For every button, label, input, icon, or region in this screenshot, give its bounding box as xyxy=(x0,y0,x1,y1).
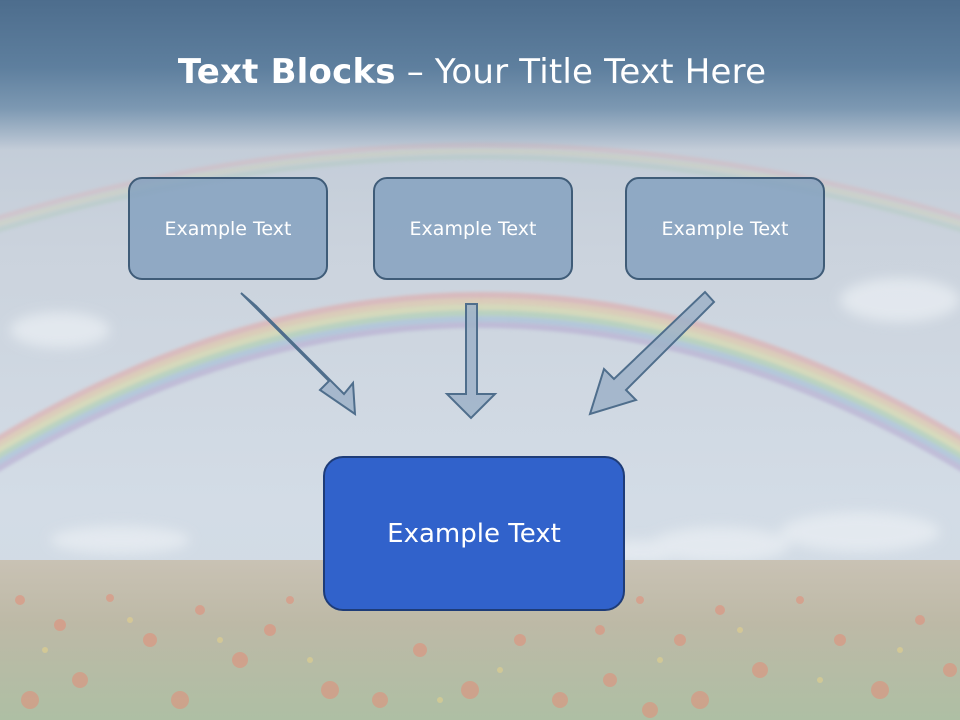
slide-title-rest: – Your Title Text Here xyxy=(395,52,767,92)
text-box-left[interactable]: Example Text xyxy=(128,177,328,280)
text-box-center[interactable]: Example Text xyxy=(373,177,573,280)
text-box-center-label: Example Text xyxy=(409,217,537,240)
text-box-main-label: Example Text xyxy=(387,518,561,549)
slide-title: Text Blocks – Your Title Text Here xyxy=(0,52,944,92)
arrow-left-diagonal xyxy=(240,292,357,416)
text-box-left-label: Example Text xyxy=(164,217,292,240)
arrow-right-diagonal xyxy=(588,290,716,416)
title-band xyxy=(0,0,960,150)
slide-title-bold: Text Blocks xyxy=(177,52,396,92)
arrow-center-down xyxy=(444,303,498,420)
text-box-right[interactable]: Example Text xyxy=(625,177,825,280)
text-box-main[interactable]: Example Text xyxy=(323,456,625,611)
text-box-right-label: Example Text xyxy=(661,217,789,240)
